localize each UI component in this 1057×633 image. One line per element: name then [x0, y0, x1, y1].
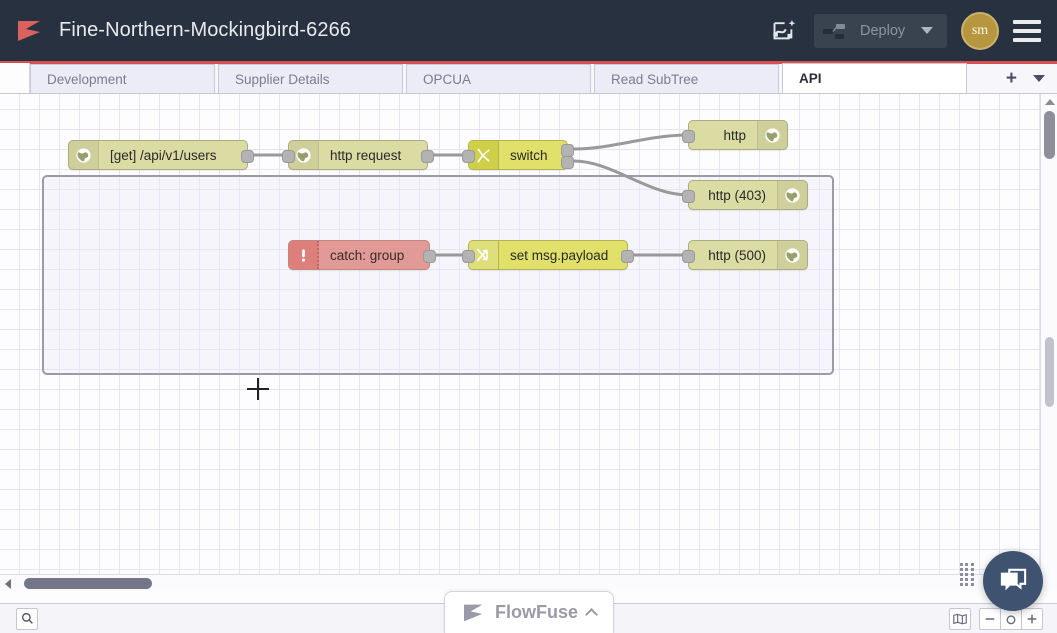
node-label: switch [510, 147, 548, 163]
zoom-reset-circle-icon [1006, 614, 1016, 624]
scroll-up-icon[interactable] [1045, 99, 1055, 105]
node-output-port[interactable] [621, 250, 634, 263]
flowfuse-logo-icon [16, 19, 44, 43]
tab-bar-gutter [0, 63, 30, 93]
node-label: catch: group [330, 247, 405, 263]
flowfuse-logo-icon [463, 604, 483, 621]
zoom-out-minus-icon [985, 617, 995, 620]
node-label: http (500) [708, 247, 766, 263]
chevron-down-icon[interactable] [921, 27, 934, 34]
node-http-response-200[interactable]: http [682, 120, 788, 150]
chat-button[interactable] [983, 551, 1043, 611]
tab-development[interactable]: Development [30, 64, 215, 93]
search-magnifier-icon [21, 612, 33, 624]
deploy-label: Deploy [860, 22, 906, 39]
zoom-in-button[interactable] [1021, 607, 1043, 630]
header-actions: Deploy sm [766, 11, 1057, 50]
avatar[interactable]: sm [961, 11, 999, 50]
canvas-grid: [get] /api/v1/users http request [0, 94, 1040, 591]
globe-icon [757, 121, 787, 149]
tab-label: Read SubTree [611, 71, 699, 87]
tab-opcua[interactable]: OPCUA [406, 64, 591, 93]
node-input-port[interactable] [462, 250, 475, 263]
drag-dots-icon[interactable] [960, 557, 974, 591]
flowfuse-footer-widget[interactable]: FlowFuse [444, 591, 614, 633]
hamburger-menu-icon[interactable] [1013, 19, 1041, 42]
navigator-map-icon [953, 613, 967, 624]
tab-api[interactable]: API [782, 63, 967, 93]
vertical-scroll-thumb[interactable] [1044, 111, 1055, 159]
node-http-in[interactable]: [get] /api/v1/users [68, 140, 254, 170]
exclamation-icon [289, 241, 319, 269]
globe-icon [69, 141, 99, 169]
status-bar-left [0, 607, 38, 630]
node-input-port[interactable] [682, 190, 695, 203]
canvas-cursor [247, 378, 269, 400]
header-accent-line [0, 61, 1057, 64]
node-input-port[interactable] [682, 250, 695, 263]
vertical-scroll-thumb-secondary[interactable] [1045, 337, 1054, 407]
node-label: http [723, 127, 746, 143]
zoom-controls [979, 607, 1043, 630]
scroll-left-icon[interactable] [5, 579, 11, 589]
flowfuse-label: FlowFuse [494, 602, 578, 622]
add-flow-button[interactable]: + [1005, 67, 1017, 89]
globe-icon [777, 181, 807, 209]
deploy-nodes-icon [822, 21, 852, 41]
node-label: http request [330, 147, 402, 163]
tab-supplier-details[interactable]: Supplier Details [218, 64, 403, 93]
canvas-horizontal-scrollbar[interactable] [0, 574, 1040, 591]
node-http-response-500[interactable]: http (500) [682, 240, 808, 270]
search-button[interactable] [16, 607, 38, 630]
page-title: Fine-Northern-Mockingbird-6266 [59, 19, 352, 41]
node-input-port[interactable] [282, 150, 295, 163]
chat-bubble-icon [1000, 568, 1027, 591]
node-output-port[interactable] [423, 250, 436, 263]
tab-bar-actions: + [1000, 63, 1057, 93]
node-output-port[interactable] [241, 150, 254, 163]
status-bar-right [949, 607, 1057, 630]
node-output-port[interactable] [421, 150, 434, 163]
tab-label: OPCUA [423, 71, 472, 87]
tab-label: Supplier Details [235, 71, 330, 87]
flow-tab-bar: Development Supplier Details OPCUA Read … [0, 63, 1057, 94]
node-input-port[interactable] [682, 130, 695, 143]
brand: Fine-Northern-Mockingbird-6266 [0, 19, 351, 43]
app-header: Fine-Northern-Mockingbird-6266 [0, 0, 1057, 61]
node-label: set msg.payload [510, 247, 609, 263]
node-switch[interactable]: switch [462, 140, 574, 170]
zoom-out-button[interactable] [979, 607, 1001, 630]
tab-read-subtree[interactable]: Read SubTree [594, 64, 779, 93]
node-output-port-2[interactable] [561, 156, 574, 169]
tab-label: API [799, 71, 822, 86]
deploy-button[interactable]: Deploy [814, 13, 947, 48]
fork-branch-icon [469, 141, 499, 169]
node-label: [get] /api/v1/users [110, 147, 217, 163]
node-label: http (403) [708, 187, 766, 203]
chevron-up-icon[interactable] [585, 608, 598, 621]
tab-list-menu-button[interactable] [1033, 74, 1045, 82]
zoom-in-plus-icon [1027, 614, 1037, 623]
flow-canvas[interactable]: [get] /api/v1/users http request [0, 94, 1057, 591]
change-arrows-icon [469, 241, 499, 269]
navigator-button[interactable] [949, 607, 971, 630]
canvas-vertical-scrollbar[interactable] [1040, 94, 1057, 591]
node-change[interactable]: set msg.payload [462, 240, 634, 270]
node-http-response-403[interactable]: http (403) [682, 180, 808, 210]
node-catch[interactable]: catch: group [288, 240, 436, 270]
horizontal-scroll-thumb[interactable] [24, 578, 152, 589]
node-input-port[interactable] [462, 150, 475, 163]
globe-icon [777, 241, 807, 269]
ai-flow-sparkle-icon[interactable] [766, 14, 800, 48]
node-http-request[interactable]: http request [282, 140, 434, 170]
tab-label: Development [47, 71, 127, 87]
